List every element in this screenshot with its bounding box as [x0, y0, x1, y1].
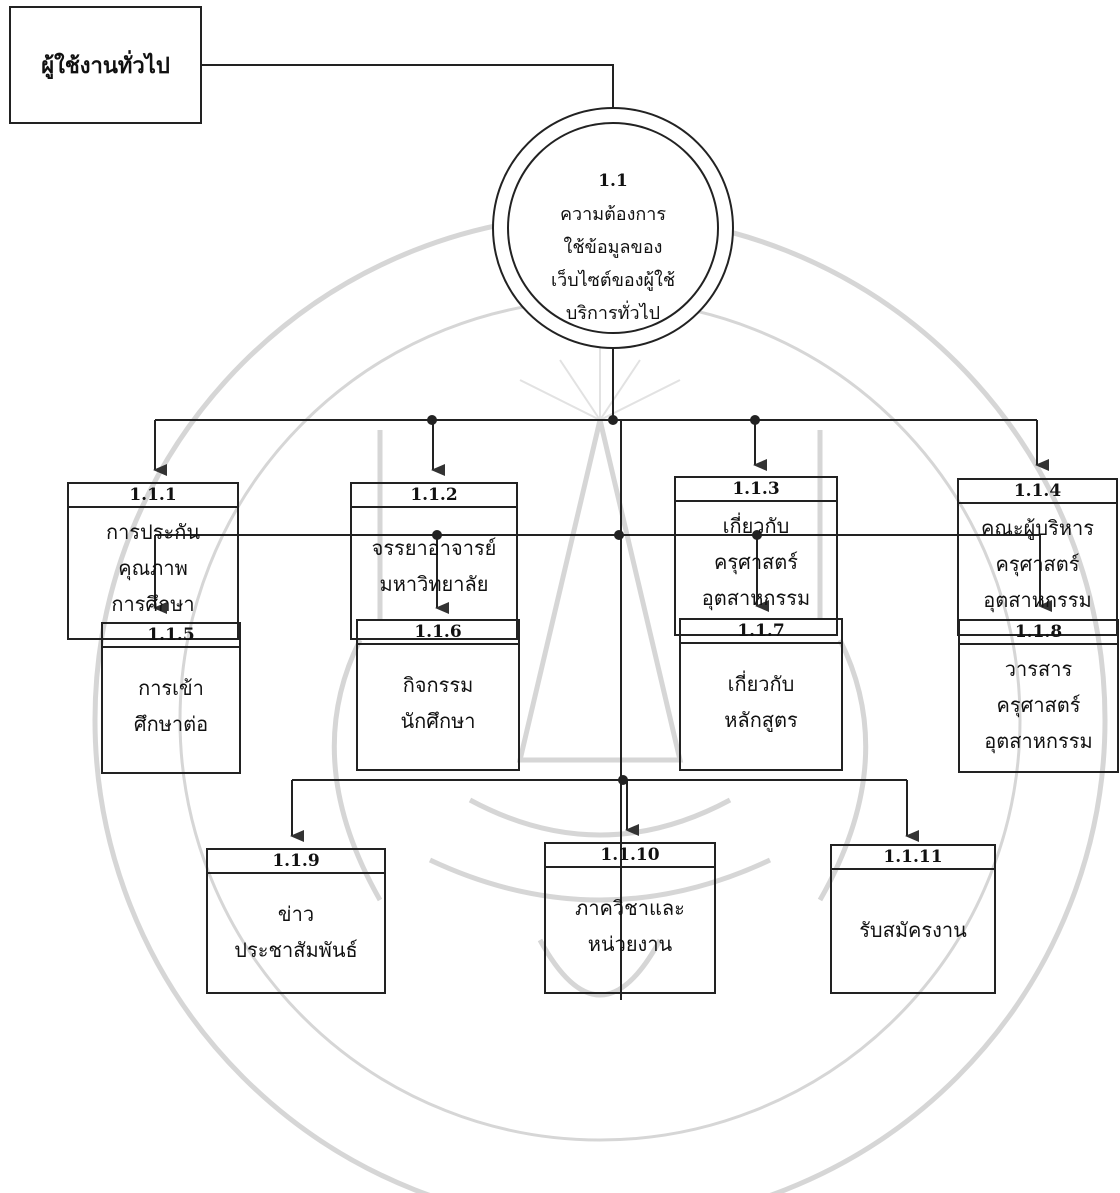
process-line: หน่วยงาน [587, 932, 673, 956]
process-id: 1.1.6 [358, 621, 518, 645]
process-id: 1.1.8 [960, 621, 1117, 645]
process-line: คณะผู้บริหาร [981, 516, 1094, 540]
process-line: ประชาสัมพันธ์ [234, 938, 358, 962]
process-1-1-7: 1.1.7 เกี่ยวกับ หลักสูตร [679, 618, 843, 771]
main-process-1-1: 1.1 ความต้องการ ใช้ข้อมูลของ เว็บไซต์ของ… [520, 165, 706, 330]
process-1-1-3: 1.1.3 เกี่ยวกับ ครุศาสตร์ อุตสาหกรรม [674, 476, 838, 636]
process-line: อุตสาหกรรม [983, 588, 1092, 612]
process-line: กิจกรรม [402, 673, 474, 697]
process-line: วารสาร [1004, 657, 1073, 681]
process-id: 1.1.2 [352, 484, 516, 508]
process-1-1-2: 1.1.2 จรรยาอาจารย์ มหาวิทยาลัย [350, 482, 518, 640]
process-1-1-11: 1.1.11 รับสมัครงาน [830, 844, 996, 994]
process-1-1-5: 1.1.5 การเข้า ศึกษาต่อ [101, 622, 241, 774]
process-line: นักศึกษา [400, 709, 476, 733]
process-1-1-10: 1.1.10 ภาควิชาและ หน่วยงาน [544, 842, 716, 994]
process-id: 1.1.1 [69, 484, 237, 508]
process-line: อุตสาหกรรม [701, 586, 811, 610]
process-line: ความต้องการ [559, 204, 667, 225]
process-line: อุตสาหกรรม [984, 729, 1093, 753]
process-line: การประกัน [105, 520, 201, 544]
process-line: ครุศาสตร์ [714, 550, 798, 574]
process-line: การศึกษา [111, 592, 195, 616]
process-1-1-9: 1.1.9 ข่าว ประชาสัมพันธ์ [206, 848, 386, 994]
process-1-1-4: 1.1.4 คณะผู้บริหาร ครุศาสตร์ อุตสาหกรรม [957, 478, 1118, 636]
process-line: ภาควิชาและ [575, 896, 685, 920]
entity-label: ผู้ใช้งานทั่วไป [41, 52, 170, 79]
process-line: จรรยาอาจารย์ [371, 536, 497, 560]
process-id: 1.1 [598, 171, 628, 191]
process-line: เกี่ยวกับ [727, 672, 795, 696]
process-line: บริการทั่วไป [565, 303, 661, 324]
process-id: 1.1.5 [103, 624, 239, 648]
process-id: 1.1.11 [832, 846, 994, 870]
process-line: ศึกษาต่อ [133, 712, 209, 736]
process-line: รับสมัครงาน [859, 918, 967, 942]
process-line: เกี่ยวกับ [722, 514, 790, 538]
process-line: คุณภาพ [118, 556, 188, 580]
external-entity-general-user: ผู้ใช้งานทั่วไป [9, 6, 202, 124]
process-line: ใช้ข้อมูลของ [563, 237, 663, 258]
process-1-1-1: 1.1.1 การประกัน คุณภาพ การศึกษา [67, 482, 239, 640]
process-id: 1.1.7 [681, 620, 841, 644]
process-id: 1.1.9 [208, 850, 384, 874]
process-1-1-8: 1.1.8 วารสาร ครุศาสตร์ อุตสาหกรรม [958, 619, 1119, 773]
process-line: ครุศาสตร์ [996, 693, 1081, 717]
process-line: มหาวิทยาลัย [379, 572, 489, 596]
process-1-1-6: 1.1.6 กิจกรรม นักศึกษา [356, 619, 520, 771]
process-line: ครุศาสตร์ [995, 552, 1080, 576]
process-line: เว็บไซต์ของผู้ใช้ [550, 270, 676, 291]
process-id: 1.1.3 [676, 478, 836, 502]
process-id: 1.1.4 [959, 480, 1116, 504]
process-line: การเข้า [138, 676, 204, 700]
process-id: 1.1.10 [546, 844, 714, 868]
process-line: ข่าว [277, 902, 315, 926]
process-line: หลักสูตร [724, 708, 798, 732]
